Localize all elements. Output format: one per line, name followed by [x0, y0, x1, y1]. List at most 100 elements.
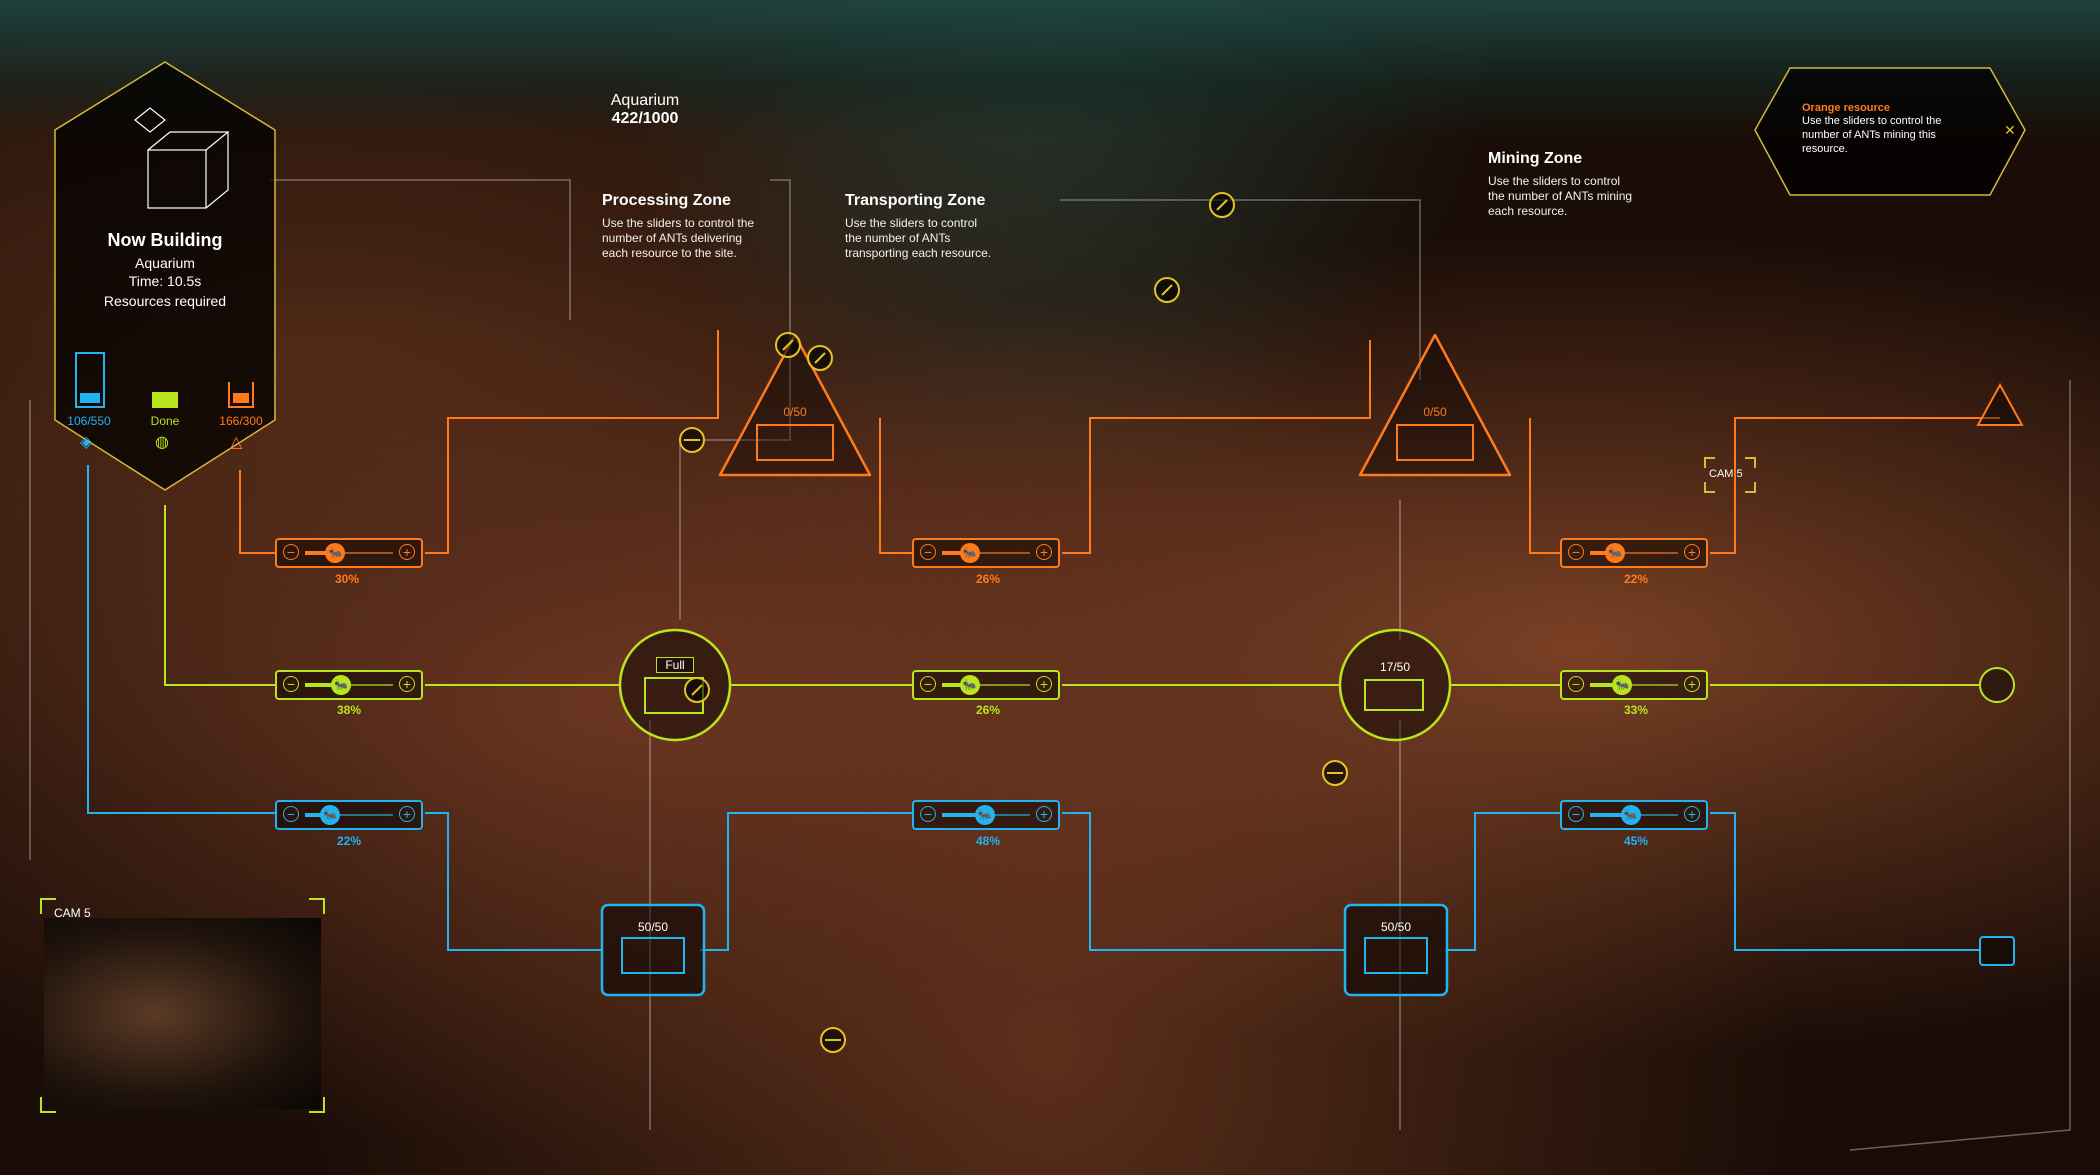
increase-button[interactable]: +: [1036, 676, 1052, 692]
orange-processing-slider[interactable]: − 🐜 +: [275, 538, 423, 568]
ant-knob-icon[interactable]: 🐜: [1604, 543, 1625, 563]
aquarium-counter-label: Aquarium: [610, 92, 680, 109]
cyan-station-1-count: 50/50: [637, 920, 669, 934]
tooltip-desc: Use the sliders to control the number of…: [1802, 114, 1987, 156]
cyan-station-1-frame: [600, 903, 706, 997]
decrease-button[interactable]: −: [920, 544, 936, 560]
lime-station-1-status: Full: [656, 657, 694, 673]
ant-knob-icon[interactable]: 🐜: [1620, 805, 1641, 825]
transporting-zone-title: Transporting Zone: [845, 192, 986, 209]
triangle-resource-meter: [228, 382, 254, 408]
increase-button[interactable]: +: [399, 806, 415, 822]
lime-mining-slider[interactable]: − 🐜 +: [1560, 670, 1708, 700]
cyan-transporting-slider[interactable]: − 🐜 +: [912, 800, 1060, 830]
orange-mining-percent: 22%: [1624, 572, 1649, 586]
transporting-zone-info: Transporting Zone Use the sliders to con…: [845, 192, 1045, 261]
wireframe-cube-icon: [134, 107, 230, 209]
increase-button[interactable]: +: [1684, 806, 1700, 822]
lime-transporting-slider[interactable]: − 🐜 +: [912, 670, 1060, 700]
slider-fill: [1590, 551, 1615, 555]
cam-marker-label[interactable]: CAM 5: [1709, 468, 1743, 480]
ant-knob-icon[interactable]: 🐜: [959, 543, 980, 563]
ant-knob-icon[interactable]: 🐜: [1612, 675, 1633, 695]
tooltip-desc-line: number of ANTs mining this: [1802, 129, 1936, 141]
decrease-button[interactable]: −: [1568, 544, 1584, 560]
ant-knob-icon[interactable]: 🐜: [959, 675, 980, 695]
increase-button[interactable]: +: [1684, 676, 1700, 692]
orange-transporting-slider[interactable]: − 🐜 +: [912, 538, 1060, 568]
cyan-station-2-count: 50/50: [1380, 920, 1412, 934]
decrease-button[interactable]: −: [1568, 676, 1584, 692]
triangle-resource-value: 166/300: [219, 414, 263, 428]
increase-button[interactable]: +: [1036, 806, 1052, 822]
increase-button[interactable]: +: [399, 676, 415, 692]
increase-button[interactable]: +: [1684, 544, 1700, 560]
processing-zone-desc: Use the sliders to control the number of…: [602, 216, 792, 261]
ant-knob-icon[interactable]: 🐜: [330, 675, 351, 695]
orange-mining-slider[interactable]: − 🐜 +: [1560, 538, 1708, 568]
mining-desc-line: the number of ANTs mining: [1488, 189, 1633, 203]
aquarium-counter-value: 422/1000: [611, 110, 679, 127]
build-panel: Now Building Aquarium Time: 10.5s Resour…: [55, 230, 275, 309]
lime-flow-line: [164, 505, 1980, 686]
orange-station-1-count: 0/50: [783, 405, 807, 419]
globe-resource-icon: ◍: [155, 434, 169, 451]
mining-desc-line: Use the sliders to control: [1488, 174, 1621, 188]
tooltip-close-icon[interactable]: ✕: [2004, 122, 2016, 138]
ant-knob-icon[interactable]: 🐜: [319, 805, 340, 825]
orange-resource-node-icon: [1976, 382, 2024, 426]
processing-desc-line: number of ANTs delivering: [602, 231, 743, 245]
tooltip-frame: [1754, 67, 2026, 196]
cyan-station-2-frame: [1343, 903, 1449, 997]
slider-fill: [305, 683, 341, 687]
camera-minimap[interactable]: CAM 5: [40, 898, 325, 1113]
slider-track: [305, 552, 393, 554]
lime-transporting-percent: 26%: [976, 703, 1001, 717]
cyan-transporting-percent: 48%: [976, 834, 1001, 848]
decrease-button[interactable]: −: [283, 544, 299, 560]
water-resource-icon: ◈: [80, 434, 93, 451]
lime-station-2-count: 17/50: [1379, 660, 1411, 674]
mining-zone-desc: Use the sliders to control the number of…: [1488, 174, 1688, 219]
decrease-button[interactable]: −: [920, 806, 936, 822]
slider-track: [305, 814, 393, 816]
resource-tooltip: Orange resource Use the sliders to contr…: [1802, 102, 1987, 156]
increase-button[interactable]: +: [1036, 544, 1052, 560]
slider-fill: [1590, 813, 1631, 817]
ant-knob-icon[interactable]: 🐜: [325, 543, 346, 563]
cyan-mining-percent: 45%: [1624, 834, 1649, 848]
orange-flow-line: [239, 340, 2000, 554]
cyan-mining-slider[interactable]: − 🐜 +: [1560, 800, 1708, 830]
decrease-button[interactable]: −: [1568, 806, 1584, 822]
transporting-desc-line: Use the sliders to control: [845, 216, 978, 230]
cyan-flow-line: [87, 465, 1980, 951]
transporting-zone-desc: Use the sliders to control the number of…: [845, 216, 1045, 261]
aquarium-counter: Aquarium 422/1000: [590, 92, 700, 128]
tooltip-desc-line: resource.: [1802, 143, 1848, 155]
slider-fill: [1590, 683, 1623, 687]
orange-processing-percent: 30%: [335, 572, 360, 586]
decrease-button[interactable]: −: [920, 676, 936, 692]
build-panel-frame: [54, 61, 276, 491]
lime-station-1-frame: [618, 628, 732, 742]
increase-button[interactable]: +: [399, 544, 415, 560]
slider-fill: [305, 551, 336, 555]
slider-fill: [942, 683, 970, 687]
processing-desc-line: each resource to the site.: [602, 246, 737, 260]
build-time: Time: 10.5s: [128, 273, 202, 289]
decrease-button[interactable]: −: [283, 806, 299, 822]
lime-resource-node-icon: [1979, 667, 2015, 703]
cyan-processing-slider[interactable]: − 🐜 +: [275, 800, 423, 830]
camera-feed: [44, 918, 321, 1109]
lime-processing-slider[interactable]: − 🐜 +: [275, 670, 423, 700]
decrease-button[interactable]: −: [283, 676, 299, 692]
orange-station-2-count: 0/50: [1423, 405, 1447, 419]
water-resource-meter: [75, 352, 105, 408]
water-resource-value: 106/550: [67, 414, 111, 428]
ant-knob-icon[interactable]: 🐜: [974, 805, 995, 825]
tooltip-desc-line: Use the sliders to control the: [1802, 115, 1942, 127]
slider-track: [1590, 684, 1678, 686]
tooltip-title: Orange resource: [1802, 102, 1891, 114]
